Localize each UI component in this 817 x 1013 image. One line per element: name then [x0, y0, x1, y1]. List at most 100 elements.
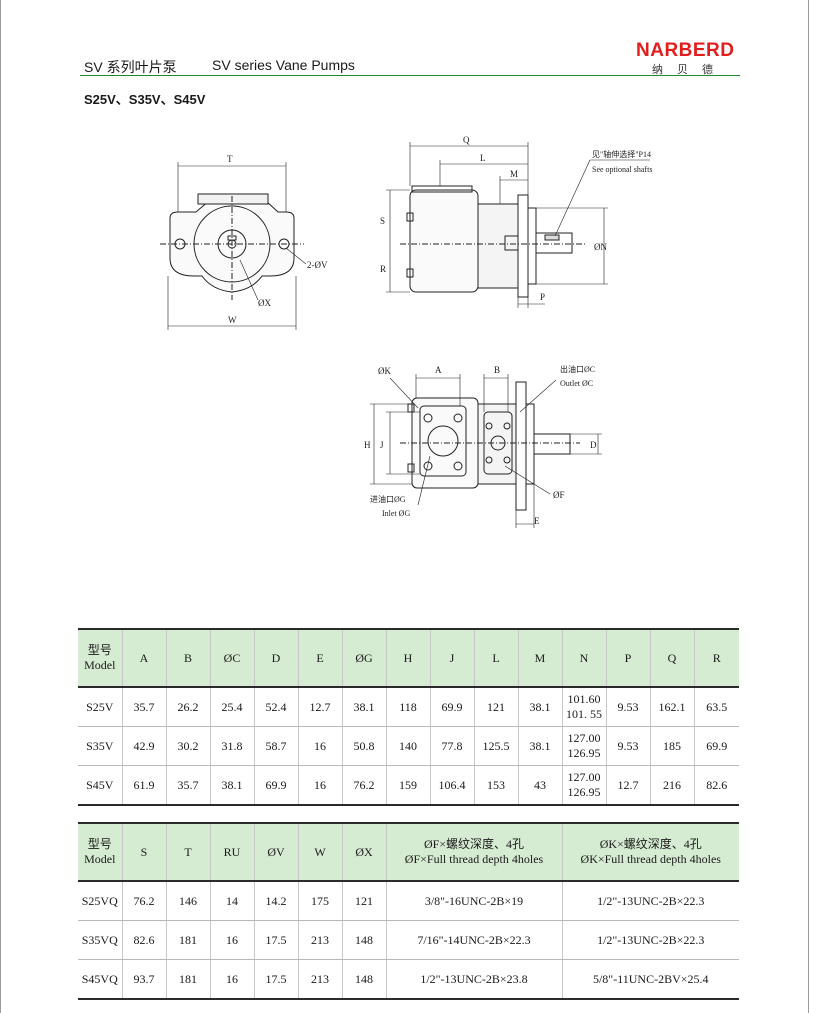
col-header: A — [121, 628, 166, 688]
table-cell: 181 — [165, 959, 210, 1000]
table-cell: 69.9 — [429, 687, 474, 727]
shaft-note-cn: 见"轴伸选择"P14 — [592, 149, 651, 159]
col-header: Q — [649, 628, 694, 688]
table-cell: 118 — [385, 687, 430, 727]
table-cell: 82.6 — [121, 920, 166, 960]
col-header: J — [429, 628, 474, 688]
col-header: W — [297, 822, 342, 882]
table-cell: 35.7 — [121, 687, 166, 727]
col-header: T — [165, 822, 210, 882]
dim-P: P — [540, 292, 545, 302]
header-title-cn: SV 系列叶片泵 — [84, 59, 177, 75]
front-view — [160, 162, 307, 330]
outlet-label-en: Outlet ØC — [560, 379, 593, 388]
table-cell: 5/8"-11UNC-2BV×25.4 — [561, 959, 739, 1000]
header-title-en: SV series Vane Pumps — [212, 57, 355, 73]
dim-R: R — [380, 264, 386, 274]
table-cell: 3/8"-16UNC-2B×19 — [385, 881, 562, 921]
table-cell: 12.7 — [297, 687, 342, 727]
col-header: ØC — [209, 628, 254, 688]
side-view — [386, 142, 650, 308]
table-cell: 185 — [649, 726, 694, 766]
dim-M: M — [510, 169, 518, 179]
table-cell: 17.5 — [253, 920, 298, 960]
table-cell: 1/2"-13UNC-2B×22.3 — [561, 881, 739, 921]
table-cell: 121 — [473, 687, 518, 727]
table-cell: 61.9 — [121, 765, 166, 806]
dim-E: E — [534, 516, 540, 526]
table-cell: S45VQ — [78, 959, 122, 1000]
table-cell: S25VQ — [78, 881, 122, 921]
table-cell: 9.53 — [605, 726, 650, 766]
dim-J: J — [380, 440, 384, 450]
inlet-label-cn: 进油口ØG — [370, 494, 406, 504]
page-right-edge — [808, 0, 809, 1013]
table-cell: 31.8 — [209, 726, 254, 766]
table-cell: 7/16"-14UNC-2B×22.3 — [385, 920, 562, 960]
table-cell: 69.9 — [693, 726, 739, 766]
table-cell: 43 — [517, 765, 562, 806]
col-header: S — [121, 822, 166, 882]
table-cell: 82.6 — [693, 765, 739, 806]
table-cell: 148 — [341, 920, 386, 960]
table-cell: 50.8 — [341, 726, 386, 766]
table-cell: 153 — [473, 765, 518, 806]
table-cell: S35VQ — [78, 920, 122, 960]
dim-K: ØK — [378, 366, 391, 376]
table-cell: 162.1 — [649, 687, 694, 727]
bottom-view — [370, 374, 602, 528]
table-cell: 106.4 — [429, 765, 474, 806]
dim-V: 2-ØV — [307, 260, 328, 270]
table-cell: 213 — [297, 959, 342, 1000]
models-heading: S25V、S35V、S45V — [84, 92, 206, 107]
pump-drawings: T W 2-ØV ØX Q L — [160, 135, 652, 528]
table-cell: 38.1 — [341, 687, 386, 727]
col-header: E — [297, 628, 342, 688]
table-cell: 181 — [165, 920, 210, 960]
table-cell: 140 — [385, 726, 430, 766]
table-cell: 213 — [297, 920, 342, 960]
dim-T: T — [227, 154, 233, 164]
table-cell: 146 — [165, 881, 210, 921]
outlet-label-cn: 出油口ØC — [560, 364, 595, 374]
table-cell: 1/2"-13UNC-2B×22.3 — [561, 920, 739, 960]
brand-logo: NARBERD — [636, 40, 735, 61]
dim-S: S — [380, 216, 385, 226]
dim-N: ØN — [594, 242, 607, 252]
table-cell: 76.2 — [121, 881, 166, 921]
table-cell: 17.5 — [253, 959, 298, 1000]
inlet-label-en: Inlet ØG — [382, 509, 410, 518]
table-cell: 159 — [385, 765, 430, 806]
col-header: N — [561, 628, 606, 688]
table-cell: 1/2"-13UNC-2B×23.8 — [385, 959, 562, 1000]
table-cell: 63.5 — [693, 687, 739, 727]
col-header: ØX — [341, 822, 386, 882]
table-cell: 58.7 — [253, 726, 298, 766]
table-cell: 216 — [649, 765, 694, 806]
table-cell: 148 — [341, 959, 386, 1000]
col-header: D — [253, 628, 298, 688]
dim-D: D — [590, 440, 597, 450]
table-cell: 38.1 — [517, 726, 562, 766]
dim-Q: Q — [463, 135, 470, 145]
table-cell: 16 — [209, 959, 254, 1000]
table-cell: 38.1 — [517, 687, 562, 727]
col-header: P — [605, 628, 650, 688]
shaft-note-en: See optional shafts — [592, 165, 652, 174]
table-cell: 30.2 — [165, 726, 210, 766]
table-cell: 121 — [341, 881, 386, 921]
table-cell: 125.5 — [473, 726, 518, 766]
